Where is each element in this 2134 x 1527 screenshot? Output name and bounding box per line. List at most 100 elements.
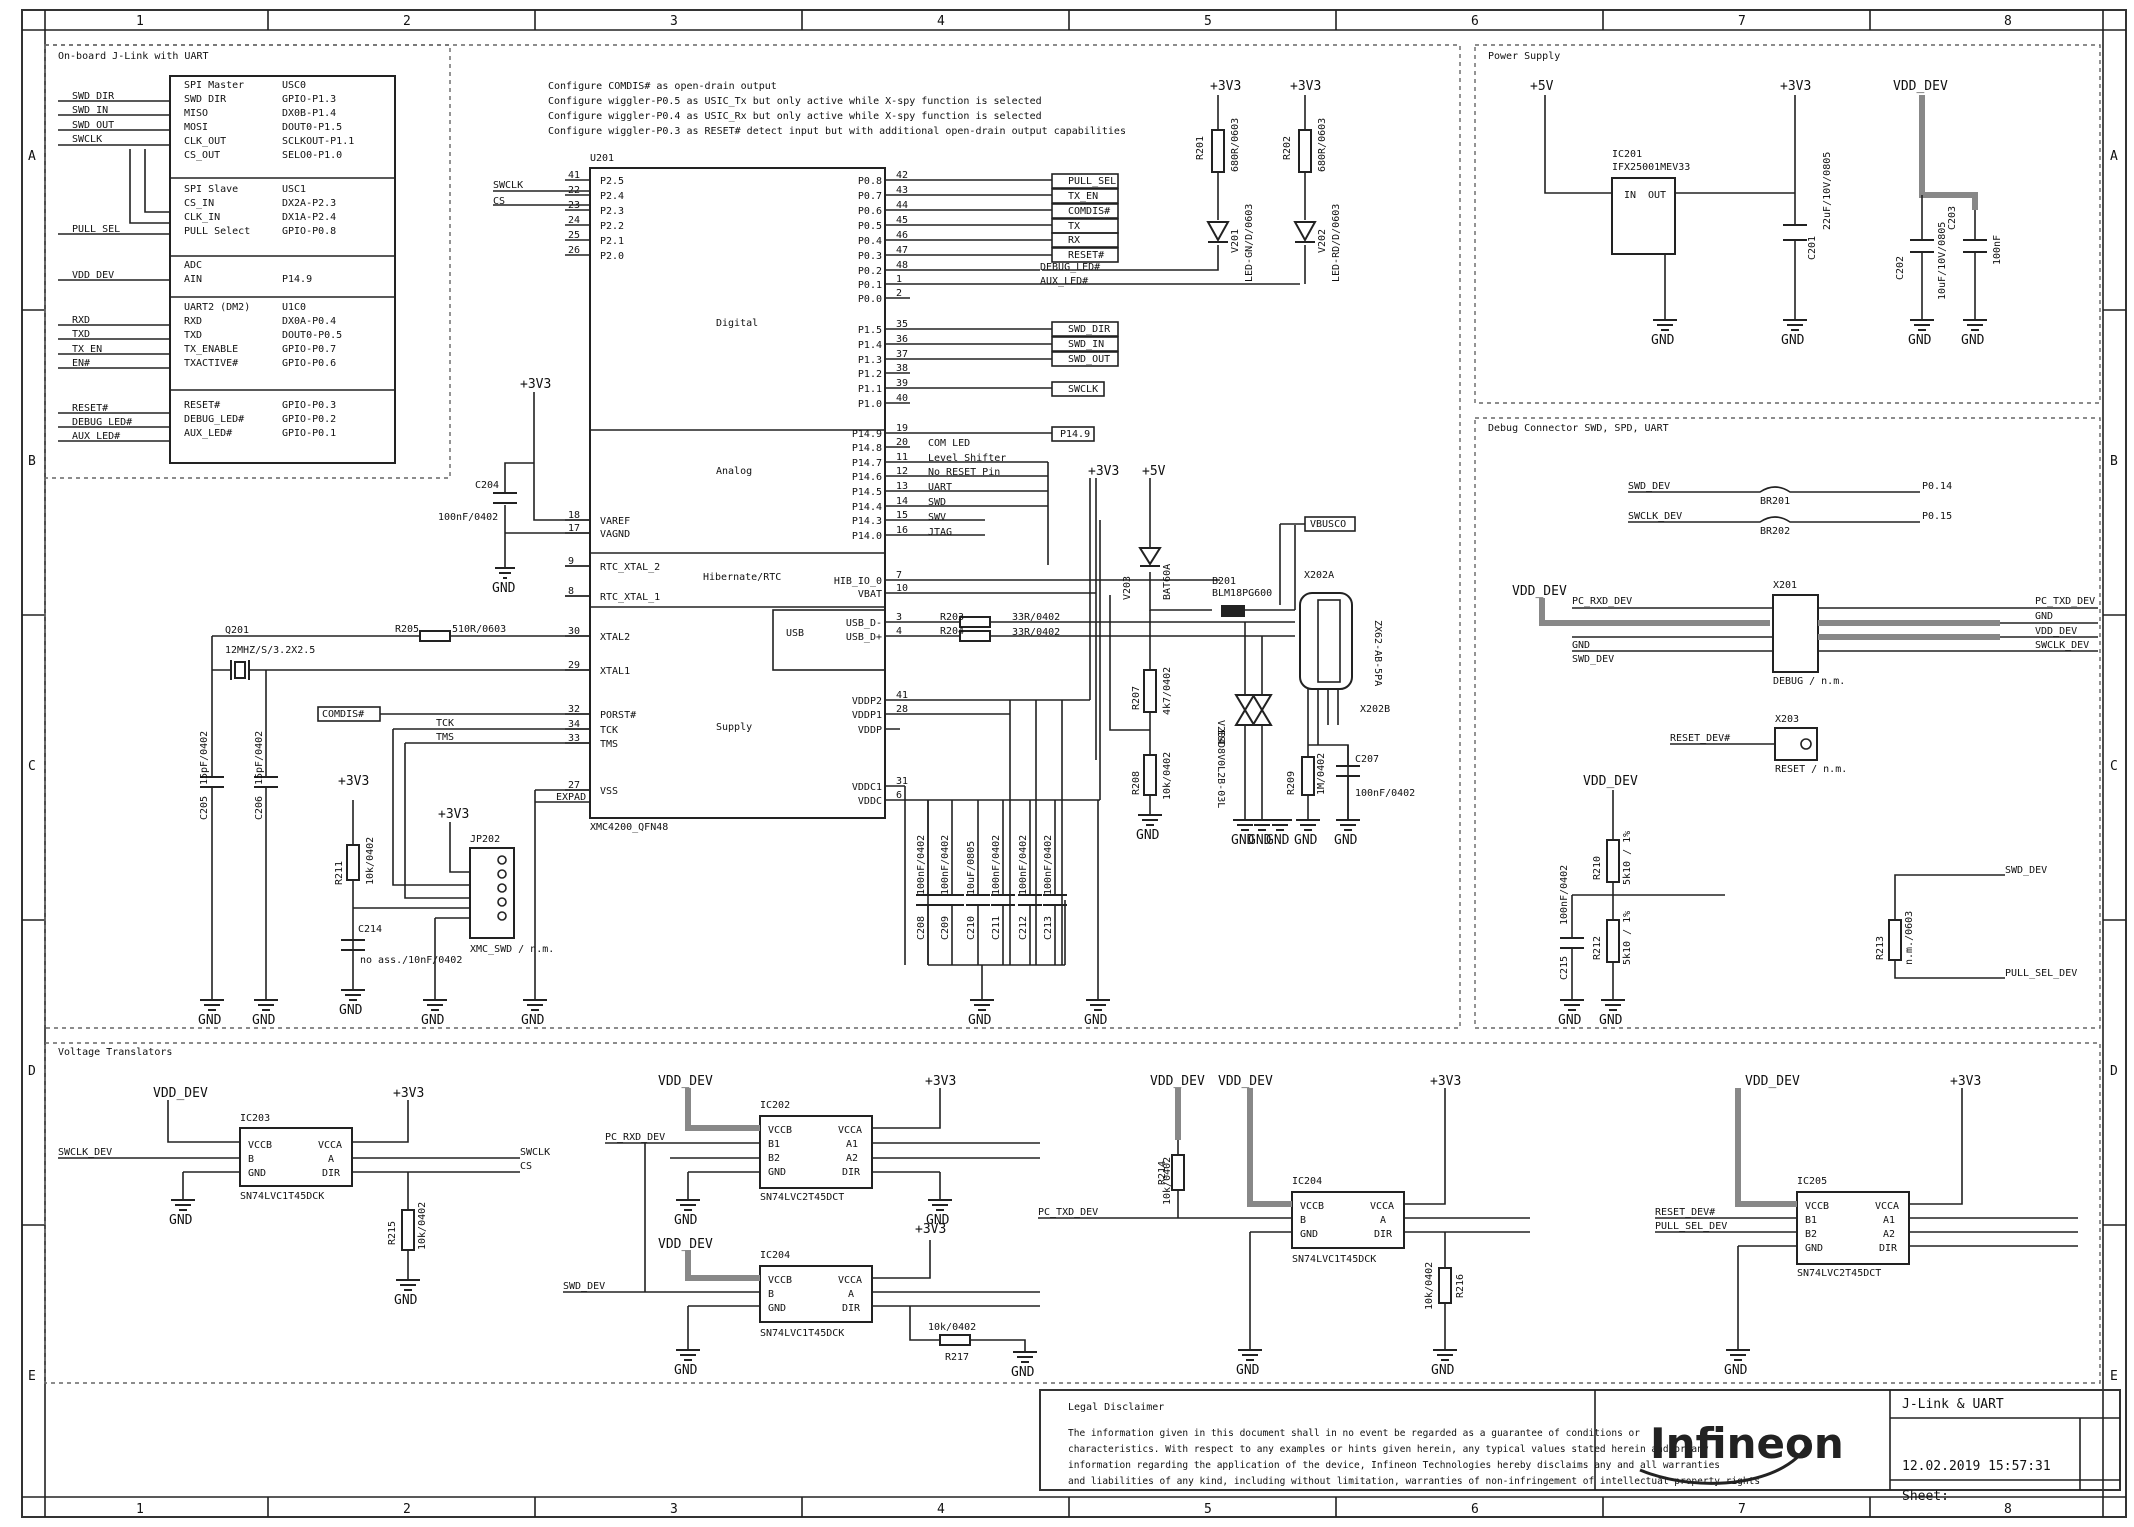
grid-row-c: C	[28, 759, 36, 774]
ftable-group-title: SPI Slave	[184, 184, 238, 195]
ftable-signal: AUX_LED#	[184, 428, 232, 439]
gnd-label: GND	[394, 1293, 418, 1308]
mcu-right-pin-number: 47	[896, 245, 908, 256]
mcu-right-pin-name: P14.7	[852, 458, 882, 469]
v33-label-power: +3V3	[1780, 79, 1811, 94]
grid-col-1-bottom: 1	[136, 1502, 144, 1517]
mcu-ref: U201	[590, 153, 614, 164]
c205-ref: C205	[199, 796, 210, 820]
cs-label-ic203: CS	[520, 1161, 532, 1172]
r202-body	[1298, 129, 1312, 173]
ic205-gnd: GND	[1805, 1243, 1823, 1254]
br202-ref: BR202	[1760, 526, 1790, 537]
c207-value: 100nF/0402	[1355, 788, 1415, 799]
v33-label-jp202: +3V3	[438, 807, 469, 822]
ftable-pin: GPIO-P0.2	[282, 414, 336, 425]
mcu-left-pin-name: VSS	[600, 786, 618, 797]
grid-col-6: 6	[1471, 14, 1479, 29]
mcu-right-pin-name: P1.1	[858, 384, 882, 395]
mcu-left-pin-name: RTC_XTAL_2	[600, 562, 660, 573]
ftable-pin: GPIO-P1.3	[282, 94, 336, 105]
br201-ref: BR201	[1760, 496, 1790, 507]
infineon-logo: Infineon	[1639, 1419, 1844, 1485]
net-rx: RX	[1068, 235, 1080, 246]
mcu-right-pin-name: VDDC1	[852, 782, 882, 793]
grid-col-5: 5	[1204, 14, 1212, 29]
c202-ref: C202	[1895, 256, 1906, 280]
supply-cap-value: 100nF/0402	[940, 835, 951, 895]
gnd-label: GND	[421, 1013, 445, 1028]
x201-value: DEBUG / n.m.	[1773, 676, 1845, 687]
mcu-right-nets: PULL_SEL TX_EN COMDIS# TX RX RESET# DEBU…	[885, 95, 1306, 565]
v202-ref: V202	[1317, 229, 1328, 253]
mcu-right-pin-number: 36	[896, 334, 908, 345]
gnd-icon	[676, 1199, 700, 1211]
grid-row-e: E	[28, 1369, 36, 1384]
ic201-ref: IC201	[1612, 149, 1642, 160]
supply-cap-ref: C209	[940, 916, 951, 940]
gnd-icon	[1601, 999, 1625, 1011]
ftable-pin: DX0A-P0.4	[282, 316, 336, 327]
c205-value: 15pF/0402	[199, 731, 210, 785]
p015-label: P0.15	[1922, 511, 1952, 522]
mcu-right-pin-name: P14.5	[852, 487, 882, 498]
comdis-label: COMDIS#	[322, 709, 364, 720]
ftable-pin: GPIO-P0.1	[282, 428, 336, 439]
net-swd: SWD	[928, 497, 946, 508]
ic205-body	[1796, 1191, 1910, 1265]
c206-value: 15pF/0402	[254, 731, 265, 785]
r204-value: 33R/0402	[1012, 627, 1060, 638]
mcu-right-pin-name: USB_D+	[846, 632, 882, 643]
gnd-label-varef: GND	[492, 581, 516, 596]
mcu-right-pin-name: P1.5	[858, 325, 882, 336]
function-table-frame	[44, 44, 451, 479]
r205-ref: R205	[395, 624, 419, 635]
r209-body	[1301, 756, 1315, 796]
v204-value: ESD8V0L2B-03L	[1215, 730, 1226, 808]
r214-ref: R214	[1157, 1161, 1168, 1185]
gnd-label: GND	[1651, 333, 1675, 348]
pull-sel-dev-label-ic205: PULL_SEL_DEV	[1655, 1221, 1727, 1232]
ic203-body	[239, 1127, 353, 1187]
mcu-right-pin-number: 35	[896, 319, 908, 330]
c214-ref: C214	[358, 924, 382, 935]
ic203-dir: DIR	[322, 1168, 341, 1179]
config-notes: Configure COMDIS# as open-drain output C…	[548, 81, 1126, 137]
ftable-pin: DOUT0-P0.5	[282, 330, 342, 341]
vdd-dev-label-r214: VDD_DEV	[1150, 1074, 1205, 1089]
mcu-right-pin-name: VDDP1	[852, 710, 882, 721]
section-title-debug: Debug Connector SWD, SPD, UART	[1488, 423, 1669, 434]
c204-ref: C204	[475, 480, 499, 491]
pc-rxd-dev-label: PC_RXD_DEV	[1572, 596, 1632, 607]
grid-col-1: 1	[136, 14, 144, 29]
vdd-dev-label-ic204r: VDD_DEV	[1218, 1074, 1273, 1089]
sheet-date: 12.02.2019 15:57:31	[1902, 1459, 2051, 1474]
mcu-left-pin-number: 17	[568, 523, 580, 534]
ic205-a2: A2	[1883, 1229, 1895, 1240]
v33-label-vbat: +3V3	[1088, 464, 1119, 479]
net-swclk: SWCLK	[1068, 384, 1098, 395]
ic203-vccb: VCCB	[248, 1140, 272, 1151]
supply-cap-ref: C210	[966, 916, 977, 940]
mcu-left-pin-name: VAGND	[600, 529, 630, 540]
gnd-label: GND	[926, 1213, 950, 1228]
r216-value: 10k/0402	[1424, 1262, 1435, 1310]
ftable-signal: CLK_IN	[184, 212, 220, 223]
mcu-left-pin-name: TCK	[600, 725, 618, 736]
gnd-icon	[423, 999, 447, 1011]
net-swd-out: SWD_OUT	[1068, 354, 1110, 365]
cs-in-label: CS	[493, 196, 505, 207]
q201-value: 12MHZ/S/3.2X2.5	[225, 645, 315, 656]
ic202-value: SN74LVC2T45DCT	[760, 1192, 844, 1203]
v33-label-ic204: +3V3	[915, 1222, 946, 1237]
r203-ref: R203	[940, 612, 964, 623]
gnd-icon	[171, 1199, 195, 1211]
infineon-logo-text: Infineon	[1650, 1419, 1844, 1468]
v33-label-ic205: +3V3	[1950, 1074, 1981, 1089]
ftable-pin: DX1A-P2.4	[282, 212, 336, 223]
gnd-label-x201: GND	[1572, 640, 1590, 651]
mcu-right-pin-name: VBAT	[858, 589, 882, 600]
mcu-right-pin-name: USB_D-	[846, 618, 882, 629]
gnd-icon	[1233, 819, 1257, 831]
gnd-icon	[1250, 819, 1274, 831]
